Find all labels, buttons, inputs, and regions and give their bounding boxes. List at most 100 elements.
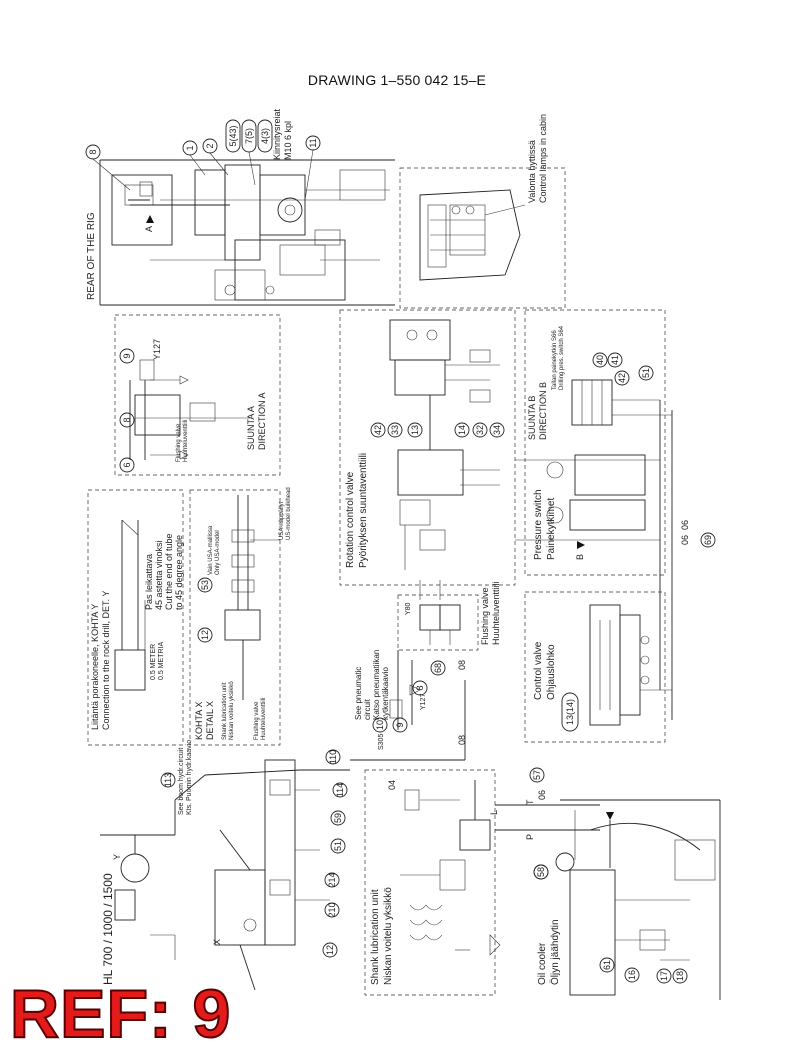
bubble-51: 51 <box>641 368 651 378</box>
letter-b-label: B <box>575 554 585 560</box>
kiinnitysreiat-label-2: M10 6 kpl <box>283 121 293 160</box>
kohta-x-label-2: DETAIL X <box>205 701 215 740</box>
bubble-53: 53 <box>200 580 210 590</box>
s305-label: S305 <box>378 734 385 750</box>
bubble-group-rotation: 42 33 13 14 32 34 <box>370 422 505 438</box>
bubble-114: 114 <box>335 783 345 797</box>
cut-label-2: 45 astetta vinoksi <box>154 540 164 610</box>
bubble-68: 68 <box>433 663 443 673</box>
bubble-33: 33 <box>390 425 400 435</box>
bubble-32: 32 <box>475 425 485 435</box>
bubble-6: 6 <box>122 462 132 467</box>
letter-y-label: Y <box>112 854 122 860</box>
y127b-label: Y127 <box>420 694 427 710</box>
oil-label-1: Oil cooler <box>537 942 548 985</box>
ref-label: REF: 9 <box>9 976 232 1052</box>
bubble-41: 41 <box>610 355 620 365</box>
control-valve-box <box>524 591 672 743</box>
bubble-11: 11 <box>308 138 318 147</box>
kiinnitysreiat-label-1: Kiinnitysreiat <box>272 108 282 160</box>
suunta-a-label-2: DIRECTION A <box>257 392 267 450</box>
suunta-b-label-2: DIRECTION B <box>538 382 548 440</box>
code-06c: 06 <box>537 790 547 800</box>
bubble-42: 42 <box>373 425 383 435</box>
usa-model-label-1: Vain USA-mallissa <box>208 525 214 575</box>
code-08b: 08 <box>457 735 467 745</box>
bubble-18: 18 <box>675 971 685 981</box>
letter-x-label: X <box>212 939 222 945</box>
pressure-switch-box <box>524 309 666 576</box>
y80-label: Y80 <box>405 602 412 615</box>
bubble-57: 57 <box>532 770 542 780</box>
shank-small-label-1: Shank lubrication unit <box>222 682 228 740</box>
bubble-group-control: 13(14) <box>561 692 579 732</box>
valonta-label-1: Valonta hyttissä <box>527 140 537 203</box>
control-label-2: Ohjauslohko <box>546 644 557 700</box>
flushing-valve-label-2: Huuhteluventtiili <box>491 581 501 645</box>
bubble-9b: 9 <box>395 722 405 727</box>
control-lamps-box <box>399 167 566 309</box>
bubble-7-5: 7(5) <box>244 128 254 144</box>
usa-label-1: USA-näppäilyt <box>279 501 285 540</box>
liitanta-label-1: Liitäntä porakoneelle, KOHTA Y <box>90 604 100 730</box>
bubble-59: 59 <box>333 813 343 823</box>
bubble-group-flush: 68 8 9 10 <box>372 660 446 733</box>
oil-cooler-assembly <box>555 799 721 1000</box>
bubble-51b: 51 <box>333 841 343 851</box>
hose-lines-right <box>515 400 673 720</box>
pneu-label-3: Katso pneumatiikan <box>372 650 381 720</box>
code-04: 04 <box>387 780 397 790</box>
pneu-label-2: circuit <box>363 698 372 720</box>
bubble-110: 110 <box>328 750 338 764</box>
bubble-8b: 8 <box>122 417 132 422</box>
letter-p: P <box>525 834 535 840</box>
code-06b: 06 <box>680 520 690 530</box>
boom-label-1: See boom hydr.circuit <box>178 748 185 815</box>
bubble-13-14: 13(14) <box>565 699 575 725</box>
bubble-14: 14 <box>457 425 467 435</box>
kohta-x-label-1: KOHTA X <box>194 702 204 740</box>
cut-label-1: Pas leikattava <box>144 554 154 610</box>
code-08a: 08 <box>457 660 467 670</box>
bubble-10: 10 <box>375 720 385 730</box>
oil-label-2: Öljyn jäähdytin <box>549 919 561 985</box>
flushing-valve-small-label: Flushing valve <box>176 423 182 462</box>
cut-label-4: to 45 degree angle <box>174 535 184 610</box>
bubble-group-69: 69 <box>700 532 716 548</box>
bubble-group-boom: 113 110 <box>160 749 341 788</box>
drilling-label-2: Drilling pres. switch S64 <box>559 325 565 390</box>
bubble-12b: 12 <box>325 945 335 955</box>
detail-x-box <box>189 489 281 746</box>
bubble-16: 16 <box>627 970 637 980</box>
bubble-17: 17 <box>659 971 669 981</box>
hl-schematic <box>100 769 350 960</box>
bubble-34: 34 <box>492 425 502 435</box>
bubble-group-b: 40 41 42 51 <box>592 352 654 386</box>
pressure-label-2: Painekytkimet <box>546 498 557 560</box>
drilling-label-1: Tallan painekytkin S66 <box>552 330 558 390</box>
cut-label-3: Cut the end of tube <box>164 533 174 610</box>
bubble-group-shank: 57 58 <box>529 767 549 880</box>
bubble-12: 12 <box>200 630 210 640</box>
bubble-58: 58 <box>536 867 546 877</box>
valonta-label-2: Control lamps in cabin <box>538 114 548 203</box>
bubble-8: 8 <box>88 149 98 154</box>
meter-label-2: 0.5 METRIA <box>158 642 165 680</box>
bubble-group-a: 9 8 6 <box>119 348 135 473</box>
bubble-214: 214 <box>327 872 337 887</box>
rock-drill-assembly <box>214 759 330 991</box>
y127-label: Y127 <box>152 339 162 360</box>
flushing-fi-small-label: Huuhteluventtiili <box>183 420 189 462</box>
suunta-a-label-1: SUUNTA A <box>246 406 256 450</box>
bubble-69: 69 <box>703 535 713 545</box>
drawing-title: DRAWING 1–550 042 15–E <box>307 72 487 88</box>
bubble-5-43: 5(43) <box>228 125 238 146</box>
bubble-4-3: 4(3) <box>260 128 270 144</box>
bubble-13: 13 <box>410 425 420 435</box>
code-06a: 06 <box>680 535 690 545</box>
control-label-1: Control valve <box>533 641 544 700</box>
bubble-group-drill: 114 59 51 214 210 12 <box>322 782 348 958</box>
shank-small-label-2: Niskan voitelu yksikkö <box>229 681 235 740</box>
bubble-113: 113 <box>163 773 173 787</box>
